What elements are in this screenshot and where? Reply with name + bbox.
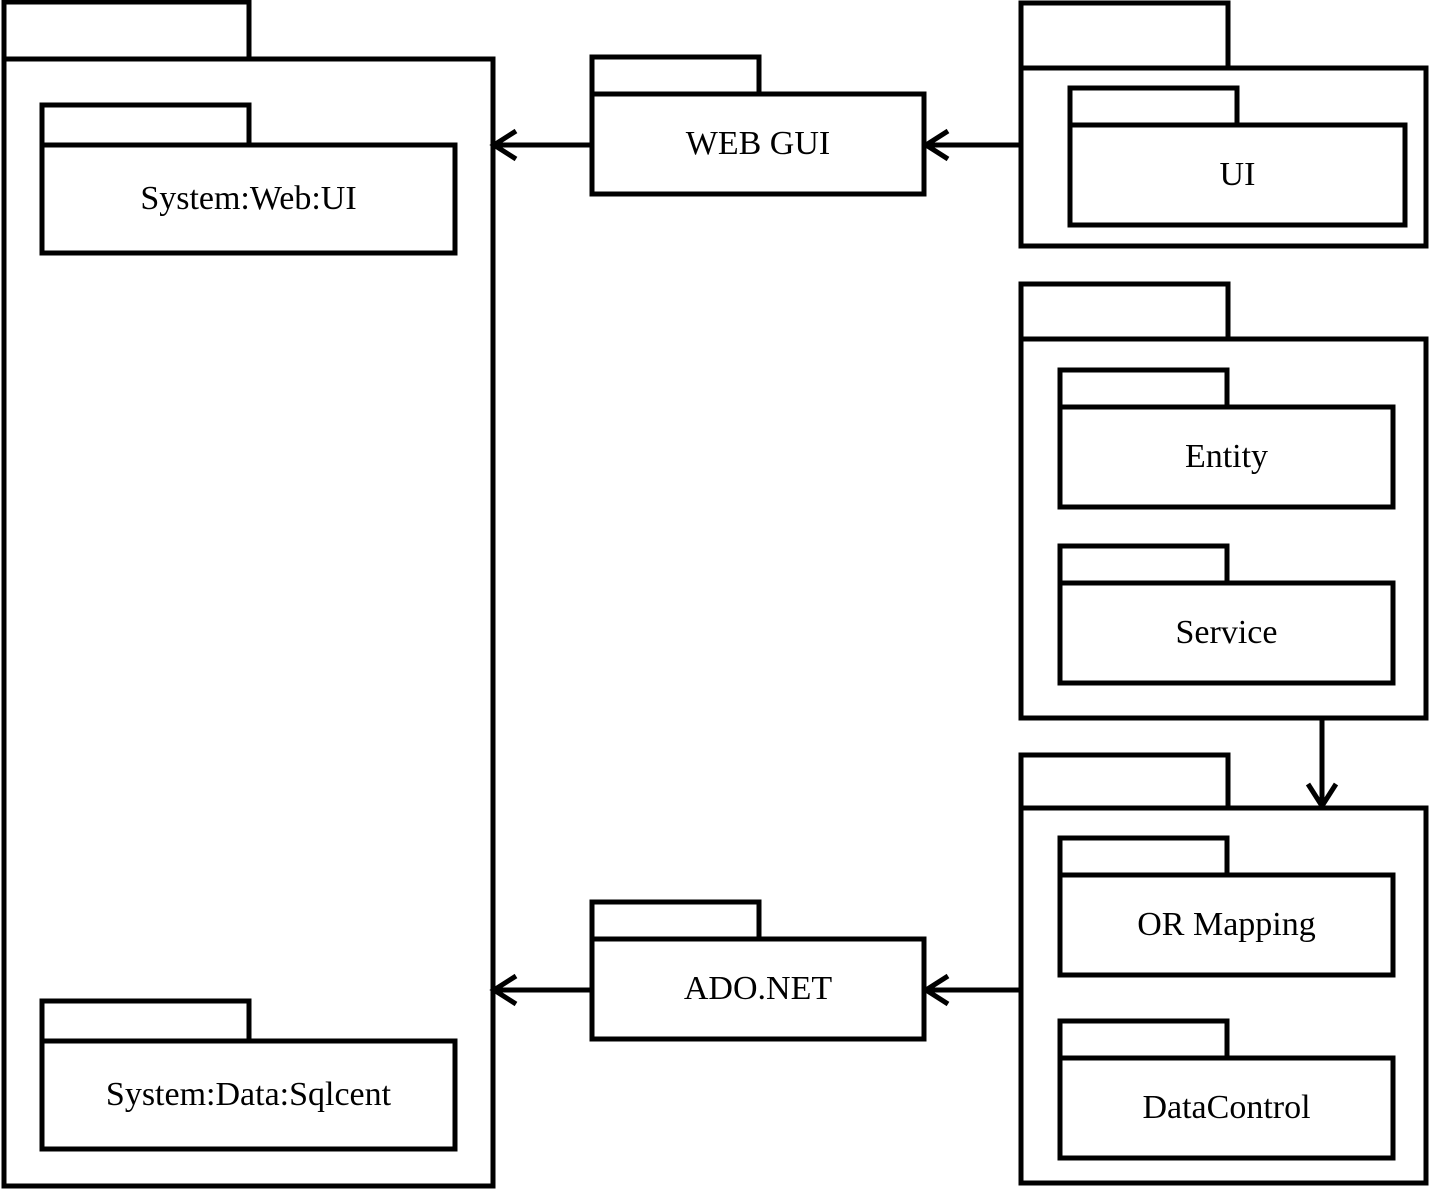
dependency-arrowhead-dep-data-to-adonet: [921, 973, 950, 1007]
dependency-arrowhead-dep-ui-to-webgui: [921, 128, 950, 162]
package-label-ui: UI: [1220, 156, 1256, 193]
dependency-dep-business-to-data[interactable]: [1305, 718, 1339, 811]
package-outline-service: [1057, 543, 1396, 686]
package-ui[interactable]: UI: [1067, 85, 1408, 228]
package-outline-web-gui: [589, 54, 927, 197]
package-system-web-ui[interactable]: System:Web:UI: [39, 102, 458, 256]
package-ado-net[interactable]: ADO.NET: [589, 899, 927, 1042]
package-label-web-gui: WEB GUI: [686, 125, 830, 162]
package-label-ado-net: ADO.NET: [684, 970, 832, 1007]
package-or-mapping[interactable]: OR Mapping: [1057, 835, 1396, 978]
package-outline-data-control: [1057, 1018, 1396, 1161]
package-outline-entity: [1057, 367, 1396, 510]
package-outline-ado-net: [589, 899, 927, 1042]
package-outline-ui: [1067, 85, 1408, 228]
dependency-dep-adonet-to-presentation[interactable]: [489, 973, 592, 1007]
package-label-or-mapping: OR Mapping: [1137, 906, 1316, 943]
package-web-gui[interactable]: WEB GUI: [589, 54, 927, 197]
package-label-service: Service: [1176, 614, 1278, 651]
package-outline-presentation-outer-left: [1, 0, 496, 1189]
package-outline-system-web-ui: [39, 102, 458, 256]
dependency-dep-ui-to-webgui[interactable]: [921, 128, 1021, 162]
package-service[interactable]: Service: [1057, 543, 1396, 686]
dependency-dep-webgui-to-presentation[interactable]: [489, 128, 592, 162]
package-outline-or-mapping: [1057, 835, 1396, 978]
package-label-entity: Entity: [1185, 438, 1268, 475]
package-label-system-data-sqlcent: System:Data:Sqlcent: [106, 1076, 392, 1113]
package-data-control[interactable]: DataControl: [1057, 1018, 1396, 1161]
package-label-system-web-ui: System:Web:UI: [140, 180, 356, 217]
dependencies-layer: [489, 128, 1339, 1007]
package-label-data-control: DataControl: [1142, 1089, 1310, 1126]
package-outline-system-data-sqlcent: [39, 998, 458, 1152]
dependency-arrowhead-dep-webgui-to-presentation: [489, 128, 518, 162]
package-system-data-sqlcent[interactable]: System:Data:Sqlcent: [39, 998, 458, 1152]
package-presentation-outer-left[interactable]: [1, 0, 496, 1189]
dependency-arrowhead-dep-business-to-data: [1305, 782, 1339, 811]
package-entity[interactable]: Entity: [1057, 367, 1396, 510]
dependency-dep-data-to-adonet[interactable]: [921, 973, 1021, 1007]
dependency-arrowhead-dep-adonet-to-presentation: [489, 973, 518, 1007]
